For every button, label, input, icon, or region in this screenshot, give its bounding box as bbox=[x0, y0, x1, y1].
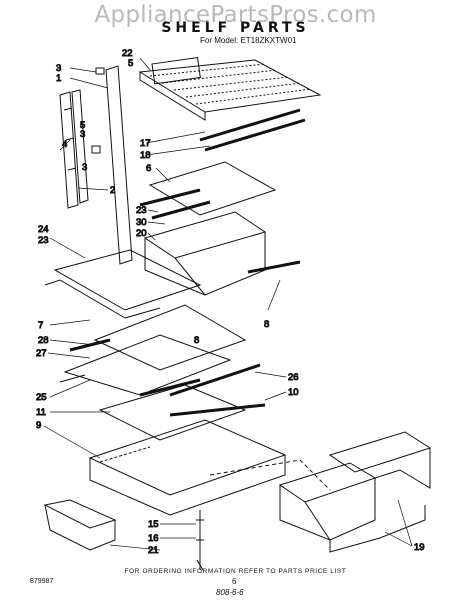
leader-lines bbox=[43, 57, 413, 551]
page-title: SHELF PARTS bbox=[161, 20, 310, 36]
watermark: AppliancePartsPros.com bbox=[94, 2, 377, 28]
ordering-note: FOR ORDERING INFORMATION REFER TO PARTS … bbox=[124, 568, 347, 575]
callout: 7 bbox=[38, 320, 43, 331]
callout: 11 bbox=[36, 407, 46, 418]
callout: 5 bbox=[80, 120, 85, 131]
page-number: 6 bbox=[232, 577, 237, 586]
callout: 17 bbox=[140, 138, 151, 149]
callout: 23 bbox=[136, 205, 147, 216]
small-bin bbox=[43, 499, 117, 551]
callout: 8 bbox=[194, 335, 199, 346]
left-rail-assembly bbox=[59, 65, 133, 265]
wire-shelf bbox=[138, 57, 322, 152]
callout: 15 bbox=[148, 519, 159, 530]
callout: 10 bbox=[288, 387, 299, 398]
callout: 3 bbox=[56, 63, 61, 74]
crisper-pan bbox=[143, 211, 301, 296]
callout: 6 bbox=[146, 163, 151, 174]
crisper-drawers bbox=[278, 431, 432, 553]
callout-numbers: 22 5 3 1 17 18 6 4 5 3 2 3 23 30 20 24 2… bbox=[36, 48, 426, 557]
callout: 27 bbox=[36, 348, 47, 359]
callout: 3 bbox=[82, 162, 87, 173]
callout: 3 bbox=[80, 129, 85, 140]
callout: 18 bbox=[140, 150, 151, 161]
handwritten-stamp: 808-6-6 bbox=[216, 588, 244, 597]
crisper-frame bbox=[88, 419, 331, 516]
callout: 30 bbox=[136, 217, 147, 228]
callout: 28 bbox=[38, 335, 49, 346]
callout: 5 bbox=[128, 58, 133, 69]
callout: 22 bbox=[122, 48, 133, 59]
diagram-code: 879987 bbox=[30, 578, 54, 585]
callout: 4 bbox=[62, 139, 67, 150]
glass-shelves-stack bbox=[44, 249, 266, 441]
callout: 26 bbox=[288, 372, 299, 383]
model-line: For Model: ET18ZKXTW01 bbox=[200, 36, 297, 45]
callout: 19 bbox=[414, 542, 425, 553]
callout: 8 bbox=[264, 319, 269, 330]
callout: 23 bbox=[38, 235, 49, 246]
callout: 21 bbox=[148, 545, 159, 556]
glass-shelf bbox=[139, 161, 277, 220]
callout: 2 bbox=[110, 185, 115, 196]
callout: 1 bbox=[56, 73, 61, 84]
callout: 16 bbox=[148, 533, 159, 544]
support-screw bbox=[196, 510, 204, 571]
callout: 9 bbox=[36, 420, 41, 431]
callout: 24 bbox=[38, 224, 49, 235]
callout: 20 bbox=[136, 228, 147, 239]
callout: 25 bbox=[36, 392, 47, 403]
